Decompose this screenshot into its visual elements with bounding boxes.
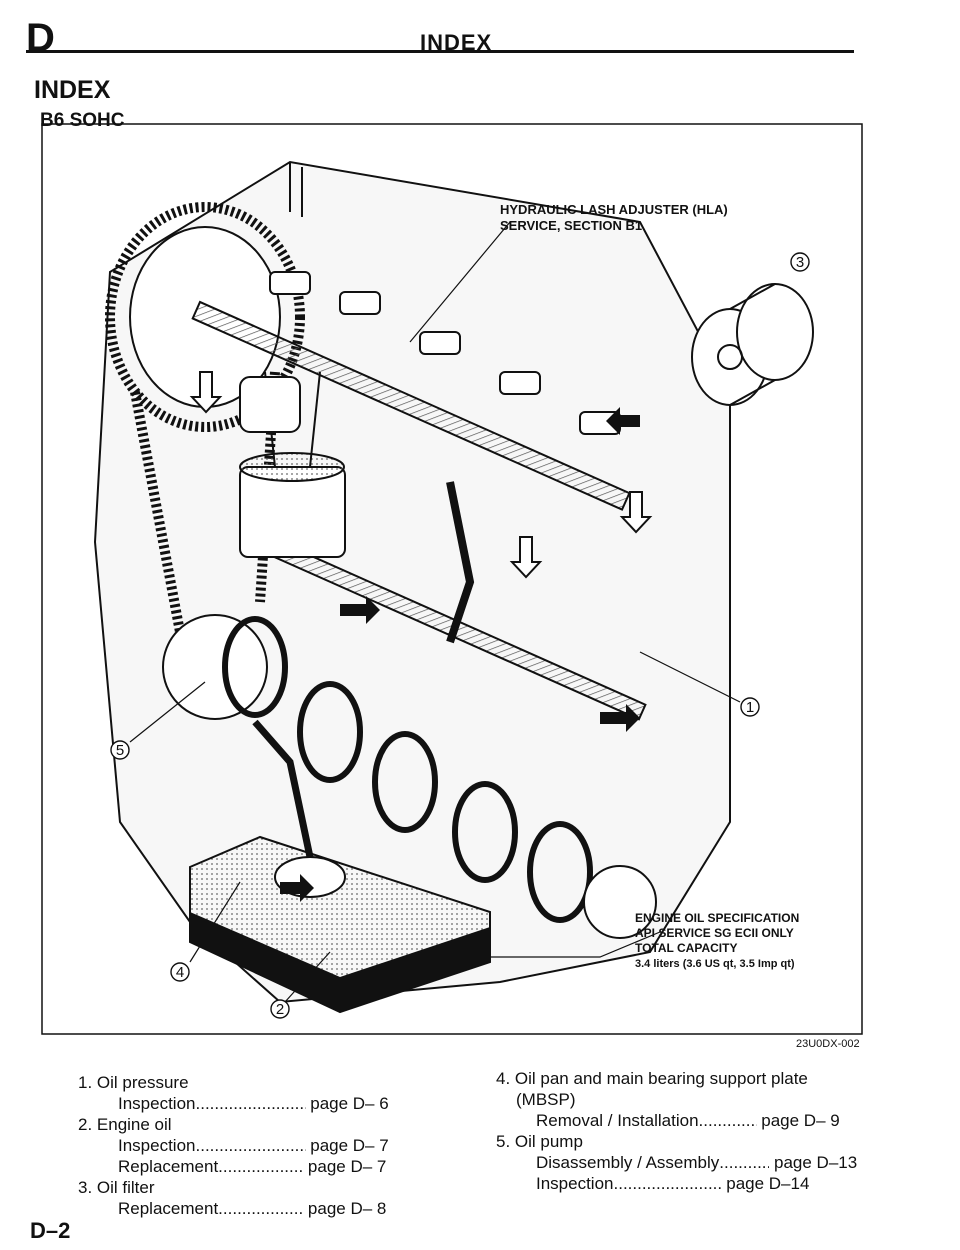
section-heading: B6 SOHC	[40, 110, 125, 131]
timing-belt	[105, 202, 305, 432]
svg-text:5: 5	[116, 742, 124, 759]
engine-lubrication-figure: HYDRAULIC LASH ADJUSTER (HLA) SERVICE, S…	[40, 122, 864, 1037]
oil-riser	[446, 481, 475, 644]
index-list-left: 1. Oil pressure Inspection..............…	[78, 1072, 389, 1219]
crank-pulley	[162, 614, 268, 720]
leader-lines	[129, 221, 741, 1003]
page-title: INDEX	[34, 76, 111, 104]
piston	[239, 371, 346, 558]
callout-3: 3	[790, 252, 810, 272]
index-entry: Removal / Installation..................…	[536, 1111, 840, 1130]
index-entry: Replacement.............................…	[118, 1199, 387, 1218]
engine-illustration: HYDRAULIC LASH ADJUSTER (HLA) SERVICE, S…	[41, 123, 863, 1035]
hla-label-line1: HYDRAULIC LASH ADJUSTER (HLA)	[500, 202, 728, 217]
header-rule	[26, 50, 854, 53]
camshaft	[191, 300, 631, 511]
index-heading: 2. Engine oil	[78, 1115, 172, 1134]
index-entry: Inspection..............................…	[118, 1094, 389, 1113]
oil-filter	[691, 283, 814, 406]
callout-1: 1	[740, 697, 760, 717]
oil-pan-oil	[190, 912, 490, 1012]
down-arrows	[189, 371, 653, 579]
index-heading-cont: (MBSP)	[516, 1090, 576, 1109]
spec-line4: 3.4 liters (3.6 US qt, 3.5 Imp qt)	[635, 958, 795, 970]
callout-5: 5	[110, 740, 130, 760]
index-heading: 1. Oil pressure	[78, 1073, 189, 1092]
svg-text:2: 2	[276, 1001, 284, 1018]
page-number: D–2	[30, 1218, 71, 1243]
index-entry: Inspection..............................…	[118, 1136, 389, 1155]
crankshaft-journals	[222, 616, 593, 923]
hla-label-line2: SERVICE, SECTION B1	[500, 218, 642, 233]
callout-4: 4	[170, 962, 190, 982]
figure-frame	[41, 123, 863, 1035]
index-heading: 5. Oil pump	[496, 1132, 583, 1151]
callout-2: 2	[270, 999, 290, 1019]
index-entry: Disassembly / Assembly............. page…	[536, 1153, 858, 1172]
rocker-arms	[269, 271, 621, 435]
dipstick	[289, 162, 303, 217]
spec-line3: TOTAL CAPACITY	[635, 941, 737, 955]
index-heading: 3. Oil filter	[78, 1178, 155, 1197]
flow-arrows	[280, 407, 640, 902]
oil-pickup-tube	[252, 719, 314, 858]
svg-text:4: 4	[176, 964, 184, 981]
index-entry: Replacement.............................…	[118, 1157, 387, 1176]
index-entry: Inspection..............................…	[536, 1174, 810, 1193]
figure-code: 23U0DX-002	[796, 1038, 860, 1050]
flywheel-flange	[583, 865, 657, 939]
index-heading: 4. Oil pan and main bearing support plat…	[496, 1069, 808, 1088]
index-list-right: 4. Oil pan and main bearing support plat…	[496, 1068, 857, 1194]
spec-line2: API SERVICE SG ECII ONLY	[635, 926, 794, 940]
spec-line1: ENGINE OIL SPECIFICATION	[635, 911, 799, 925]
svg-text:1: 1	[746, 699, 754, 716]
svg-text:3: 3	[796, 254, 804, 271]
